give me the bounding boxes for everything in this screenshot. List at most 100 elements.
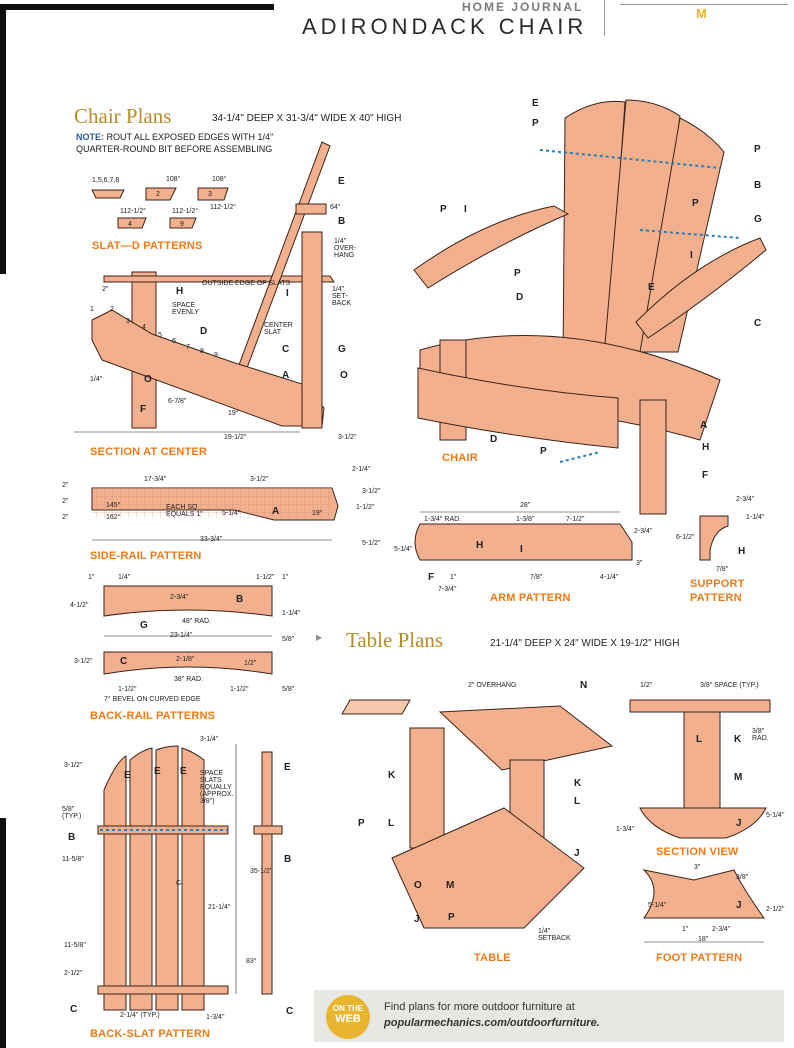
back-rail-label: 1-1/4" [282,610,301,617]
back-rail-label: 38" RAD. [174,676,203,683]
section-label: F [140,404,147,415]
section-label: 6 [172,338,176,345]
table-label: L [388,818,395,829]
side-rail-label: 5-1/2" [362,540,381,547]
foot-caption: FOOT PATTERN [656,952,743,964]
back-slat-side [261,751,273,995]
side-rail-label: 2" [62,514,69,521]
slat-label: 1,5,6,7,8 [92,177,120,184]
section-label: 1 [90,306,94,313]
table-label: O [414,880,422,891]
section-arrow: ▸ [316,630,323,644]
chair-label: P [754,144,761,155]
side-rail-label: 145° [106,502,121,509]
chair-label: D [490,434,498,445]
section-label: D [200,326,208,337]
section-label: I [286,288,289,299]
chair-plans-title: Chair Plans [74,104,172,128]
section-label: H [176,286,184,297]
support-caption-2: PATTERN [690,592,742,604]
section-label: G [338,344,346,355]
header-rule [620,4,788,5]
back-rail-label: C [120,656,128,667]
side-rail-label: 33-3/4" [200,536,223,543]
chair-front-rail [417,367,619,449]
arm-label: I [520,544,523,555]
slat-label: 108° [212,176,227,183]
table-label: 2" OVERHANG [468,682,517,689]
back-slat-label: 35-1/2" [250,868,273,875]
back-rail-caption: BACK-RAIL PATTERNS [90,710,216,722]
back-slat-label: SPACE SLATS EQUALLY (APPROX. 3/8") [200,770,234,805]
arm-caption: ARM PATTERN [490,592,571,604]
magazine-logo: M [696,6,707,21]
foot-label: 3" [694,864,701,871]
slat-label: 9 [180,221,184,228]
back-slat-label: 5/8" (TYP.) [62,806,82,820]
side-rail-label: 19° [312,510,323,517]
on-the-web-badge: ON THE WEB [326,995,370,1039]
foot-label: 5-1/4" [648,902,667,909]
section-label: C [282,344,290,355]
table-label: L [574,796,581,807]
slat-patterns-caption: SLAT—D PATTERNS [92,240,203,252]
back-rail-label: 1" [88,574,95,581]
back-rail-label: 4-1/2" [70,602,89,609]
note-text-2: QUARTER-ROUND BIT BEFORE ASSEMBLING [76,144,273,154]
section-view-label: M [734,772,743,783]
side-rail-label: EACH SQ EQUALS 1" [166,504,203,518]
arm-label: 28" [520,502,531,509]
back-slat-2 [129,747,153,1011]
back-rail-label: 1-1/2" [230,686,249,693]
note-text-1: ROUT ALL EXPOSED EDGES WITH 1/4" [106,132,274,142]
slat-pattern-1 [91,189,125,199]
table-top [438,705,614,771]
chair-label: P [532,118,539,129]
support-caption-1: SUPPORT [690,578,745,590]
support-label: 6-1/2" [676,534,695,541]
section-view-label: 1/2" [640,682,653,689]
header-divider [604,0,605,36]
chair-label: I [464,204,467,215]
table-shelf-piece [341,699,411,715]
back-slat-label: 3-1/2" [64,762,83,769]
back-rail-label: 1/2" [244,660,257,667]
section-label: 64° [330,204,341,211]
slat-label: 112-1/2° [120,208,147,215]
back-slat-label: E [154,766,161,777]
back-slat-caption: BACK-SLAT PATTERN [90,1028,211,1040]
back-slat-label: 11-5/8" [62,856,84,863]
section-label: 1/4" [90,376,103,383]
back-slat-label: 3-1/4" [200,736,219,743]
slat-pattern-4 [117,217,147,229]
foot-label: 2-1/2" [766,906,785,913]
section-label: 1/4" SET-BACK [332,286,352,307]
back-slat-side-b [253,825,283,835]
arm-label: 3" [636,560,643,567]
chair-label: E [648,282,655,293]
table-caption: TABLE [474,952,511,964]
back-rail-b [103,585,273,617]
back-slat-label: B [284,854,292,865]
arm-label: 7/8" [530,574,543,581]
back-rail-label: 1/4" [118,574,131,581]
side-rail-label: 17-3/4" [144,476,167,483]
slat-pattern-2 [145,187,177,201]
side-rail-label: 3-1/2" [250,476,269,483]
chair-right-arm [635,237,767,339]
back-rail-label: 2-3/4" [170,594,189,601]
table-label: P [358,818,365,829]
chair-label: P [514,268,521,279]
web-link[interactable]: popularmechanics.com/outdoorfurniture. [384,1017,600,1029]
frame-top-bar [0,4,274,10]
table-label: K [574,778,582,789]
section-label: CENTER SLAT [264,322,293,336]
section-label: OUTSIDE EDGE OF SLATS [202,280,291,287]
back-slat-label: C̶ [176,880,182,887]
table-foot [391,807,585,929]
back-slat-label: C [286,1006,294,1017]
support-label: H [738,546,746,557]
section-label: 2 [110,306,114,313]
foot-label: 18" [698,936,709,943]
support-label: 7/8" [716,566,729,573]
